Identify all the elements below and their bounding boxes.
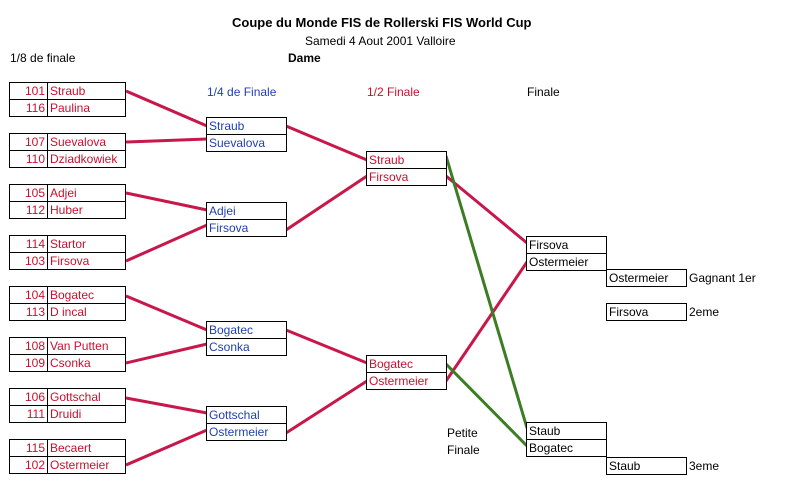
qf-entry: Bogatec <box>206 321 287 339</box>
connector <box>285 328 368 365</box>
winner-box: Ostermeier <box>606 269 687 287</box>
seed-number: 104 <box>10 287 48 303</box>
connector <box>125 223 208 263</box>
qf-entry: Gottschal <box>206 406 287 424</box>
competitor-name: Firsova <box>50 254 90 268</box>
connector <box>125 428 208 467</box>
seed-number: 114 <box>10 236 48 252</box>
final-entry: Firsova <box>526 236 607 254</box>
category-label: Dame <box>288 51 321 65</box>
sf-entry: Bogatec <box>366 355 447 373</box>
competitor-name: Startor <box>50 237 87 251</box>
connector <box>444 261 529 382</box>
seed-number: 107 <box>10 134 48 150</box>
seed-number: 115 <box>10 440 48 456</box>
seed-number: 101 <box>10 83 48 99</box>
competitor-name: D incal <box>50 305 87 319</box>
qf-entry: Ostermeier <box>206 423 287 441</box>
seed-number: 108 <box>10 338 48 354</box>
seed-number: 111 <box>10 406 48 422</box>
competitor-name: Gottschal <box>50 390 101 404</box>
competitor-name: Van Putten <box>50 339 109 353</box>
second-place-box: Firsova <box>606 303 687 321</box>
seed-number: 116 <box>10 100 48 116</box>
sf-entry: Straub <box>366 151 447 169</box>
winner-label: Gagnant 1er <box>689 271 756 285</box>
round-label-sf: 1/2 Finale <box>367 85 420 99</box>
connector <box>125 191 208 212</box>
sf-entry: Firsova <box>366 168 447 186</box>
connector <box>125 89 208 128</box>
competitor-name: Csonka <box>50 356 91 370</box>
qf-entry: Adjei <box>206 202 287 220</box>
qf-entry: Straub <box>206 117 287 135</box>
connector <box>125 137 208 144</box>
sf-entry: Ostermeier <box>366 372 447 390</box>
competitor-name: Ostermeier <box>50 458 110 472</box>
seed-number: 112 <box>10 202 48 218</box>
competitor-name: Bogatec <box>50 288 95 302</box>
competitor-name: Adjei <box>50 186 77 200</box>
page-title: Coupe du Monde FIS de Rollerski FIS Worl… <box>232 15 532 30</box>
competitor-name: Dziadkowiek <box>50 152 118 166</box>
connector <box>125 294 208 332</box>
competitor-name: Straub <box>50 84 86 98</box>
seed-number: 109 <box>10 355 48 371</box>
competitor-name: Suevalova <box>50 135 107 149</box>
competitor-name: Paulina <box>50 101 91 115</box>
round-label-petite-finale: Petite Finale <box>447 426 480 457</box>
petite-finale-entry: Staub <box>526 422 607 440</box>
seed-number: 106 <box>10 389 48 405</box>
third-place-label: 3eme <box>689 459 720 473</box>
connector <box>285 174 368 232</box>
connector-petite-finale <box>444 155 529 429</box>
competitor-name: Huber <box>50 203 83 217</box>
seed-number: 110 <box>10 151 48 167</box>
competitor-name: Becaert <box>50 441 92 455</box>
second-place-label: 2eme <box>689 305 720 319</box>
qf-entry: Firsova <box>206 219 287 237</box>
final-entry: Ostermeier <box>526 253 607 271</box>
qf-entry: Suevalova <box>206 134 287 152</box>
third-place-box: Staub <box>606 457 687 475</box>
page-subtitle: Samedi 4 Aout 2001 Valloire <box>305 34 456 48</box>
competitor-name: Druidi <box>50 407 82 421</box>
connector <box>445 174 528 245</box>
connector <box>285 379 368 435</box>
seed-number: 105 <box>10 185 48 201</box>
seed-number: 103 <box>10 253 48 269</box>
round-label-r16: 1/8 de finale <box>10 51 76 65</box>
round-label-qf: 1/4 de Finale <box>207 85 277 99</box>
round-label-final: Finale <box>527 85 560 99</box>
seed-number: 102 <box>10 457 48 473</box>
petite-finale-entry: Bogatec <box>526 439 607 457</box>
connector-petite-finale <box>444 362 529 448</box>
connector <box>125 342 208 365</box>
seed-number: 113 <box>10 304 48 320</box>
connector <box>285 124 368 162</box>
connector <box>125 396 208 415</box>
qf-entry: Csonka <box>206 338 287 356</box>
